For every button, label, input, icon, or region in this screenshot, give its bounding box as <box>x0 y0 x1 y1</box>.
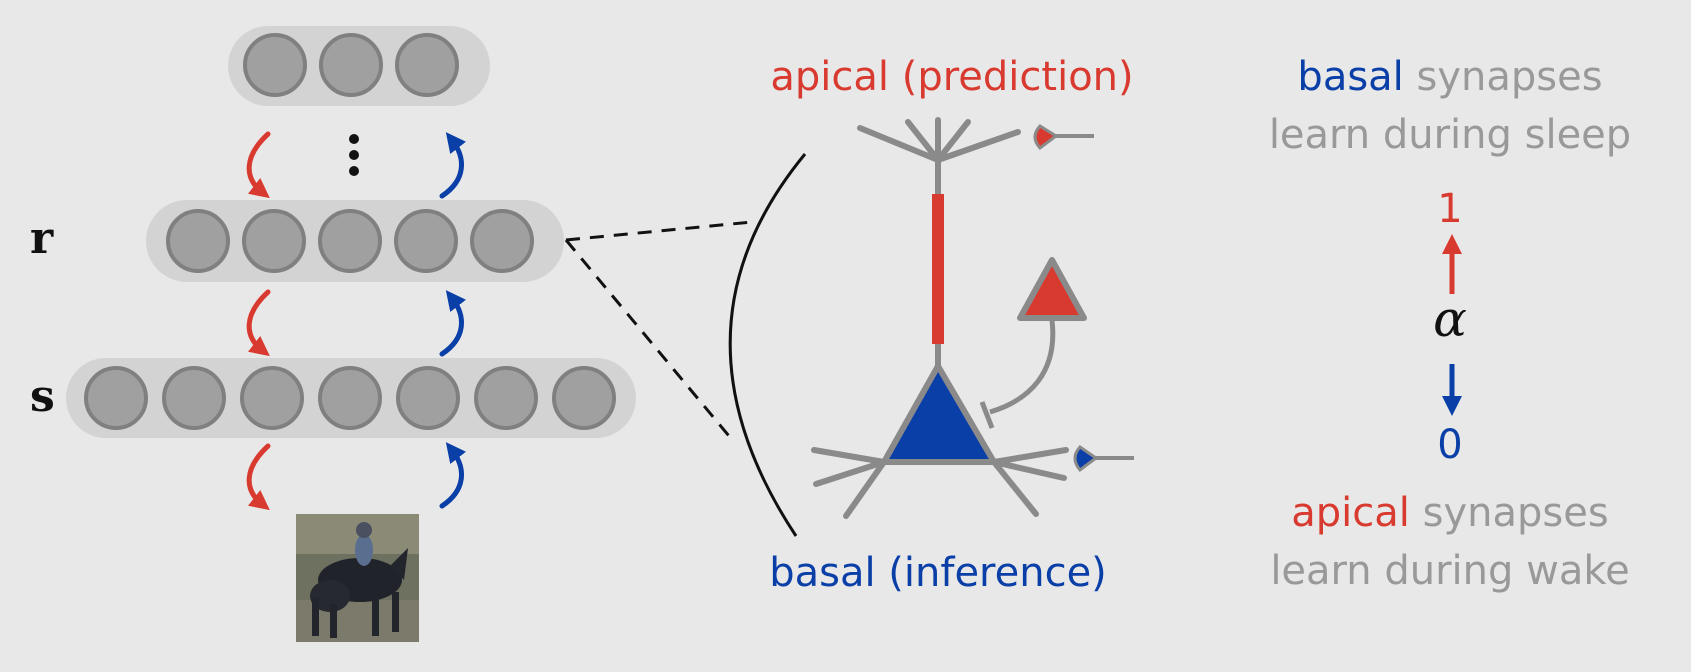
layer-s-unit-7 <box>552 366 616 430</box>
network-units <box>84 33 616 430</box>
apical-word: apical <box>1291 490 1410 536</box>
layer-s-unit-6 <box>474 366 538 430</box>
top-down-arrow-3 <box>246 443 271 511</box>
apical-label: apical (prediction) <box>770 54 1133 100</box>
layer-top-unit-3 <box>395 33 459 97</box>
top-down-arrow-1 <box>246 131 271 199</box>
basal-synapse-icon <box>1073 445 1134 473</box>
layer-r-unit-2 <box>242 209 306 273</box>
apical-synapses-rest: synapses <box>1410 490 1609 536</box>
alpha-value-low: 0 <box>1437 422 1462 468</box>
layer-top-unit-1 <box>243 33 307 97</box>
layer-s-unit-2 <box>162 366 226 430</box>
layer-r-unit-1 <box>166 209 230 273</box>
apical-synapse-icon <box>1033 124 1094 151</box>
pyramidal-neuron <box>811 117 1134 519</box>
layer-s-unit-1 <box>84 366 148 430</box>
bottom-up-arrow-1 <box>439 132 467 199</box>
layer-s-unit-3 <box>240 366 304 430</box>
alpha-value-high: 1 <box>1437 186 1462 232</box>
vertical-ellipsis-icon <box>349 134 359 176</box>
layer-r-unit-3 <box>318 209 382 273</box>
apical-dendrite <box>932 194 944 344</box>
soma-triangle <box>881 363 997 465</box>
basal-dendrites <box>811 447 1069 519</box>
layer-r-unit-5 <box>470 209 534 273</box>
apical-tuft <box>857 117 1021 197</box>
top-down-arrow-2 <box>246 289 271 357</box>
interneuron-triangle <box>1017 257 1087 321</box>
layer-r-label: r <box>30 213 54 264</box>
zoom-bracket <box>728 153 807 537</box>
bottom-up-arrows <box>439 132 467 509</box>
basal-synapses-rest: synapses <box>1404 54 1603 100</box>
bottom-up-arrow-3 <box>439 442 467 509</box>
layer-s-unit-5 <box>396 366 460 430</box>
zoom-dashed-lines <box>564 220 753 443</box>
layer-s-label: s <box>30 371 55 422</box>
layer-r-unit-4 <box>394 209 458 273</box>
basal-word: basal <box>1297 54 1403 100</box>
inhibitory-bar-icon <box>979 401 995 429</box>
bottom-up-arrow-2 <box>439 290 467 357</box>
horse-rider-image-icon <box>296 514 419 642</box>
inhibitory-connection <box>989 319 1056 415</box>
alpha-symbol: α <box>1433 290 1467 348</box>
layer-s-unit-4 <box>318 366 382 430</box>
basal-synapses-line: basal synapses <box>1297 54 1602 100</box>
basal-label: basal (inference) <box>769 550 1107 596</box>
top-down-arrows <box>246 131 271 511</box>
apical-synapses-line: apical synapses <box>1291 490 1608 536</box>
learn-during-sleep-text: learn during sleep <box>1269 112 1631 158</box>
layer-top-unit-2 <box>319 33 383 97</box>
learn-during-wake-text: learn during wake <box>1270 548 1629 594</box>
